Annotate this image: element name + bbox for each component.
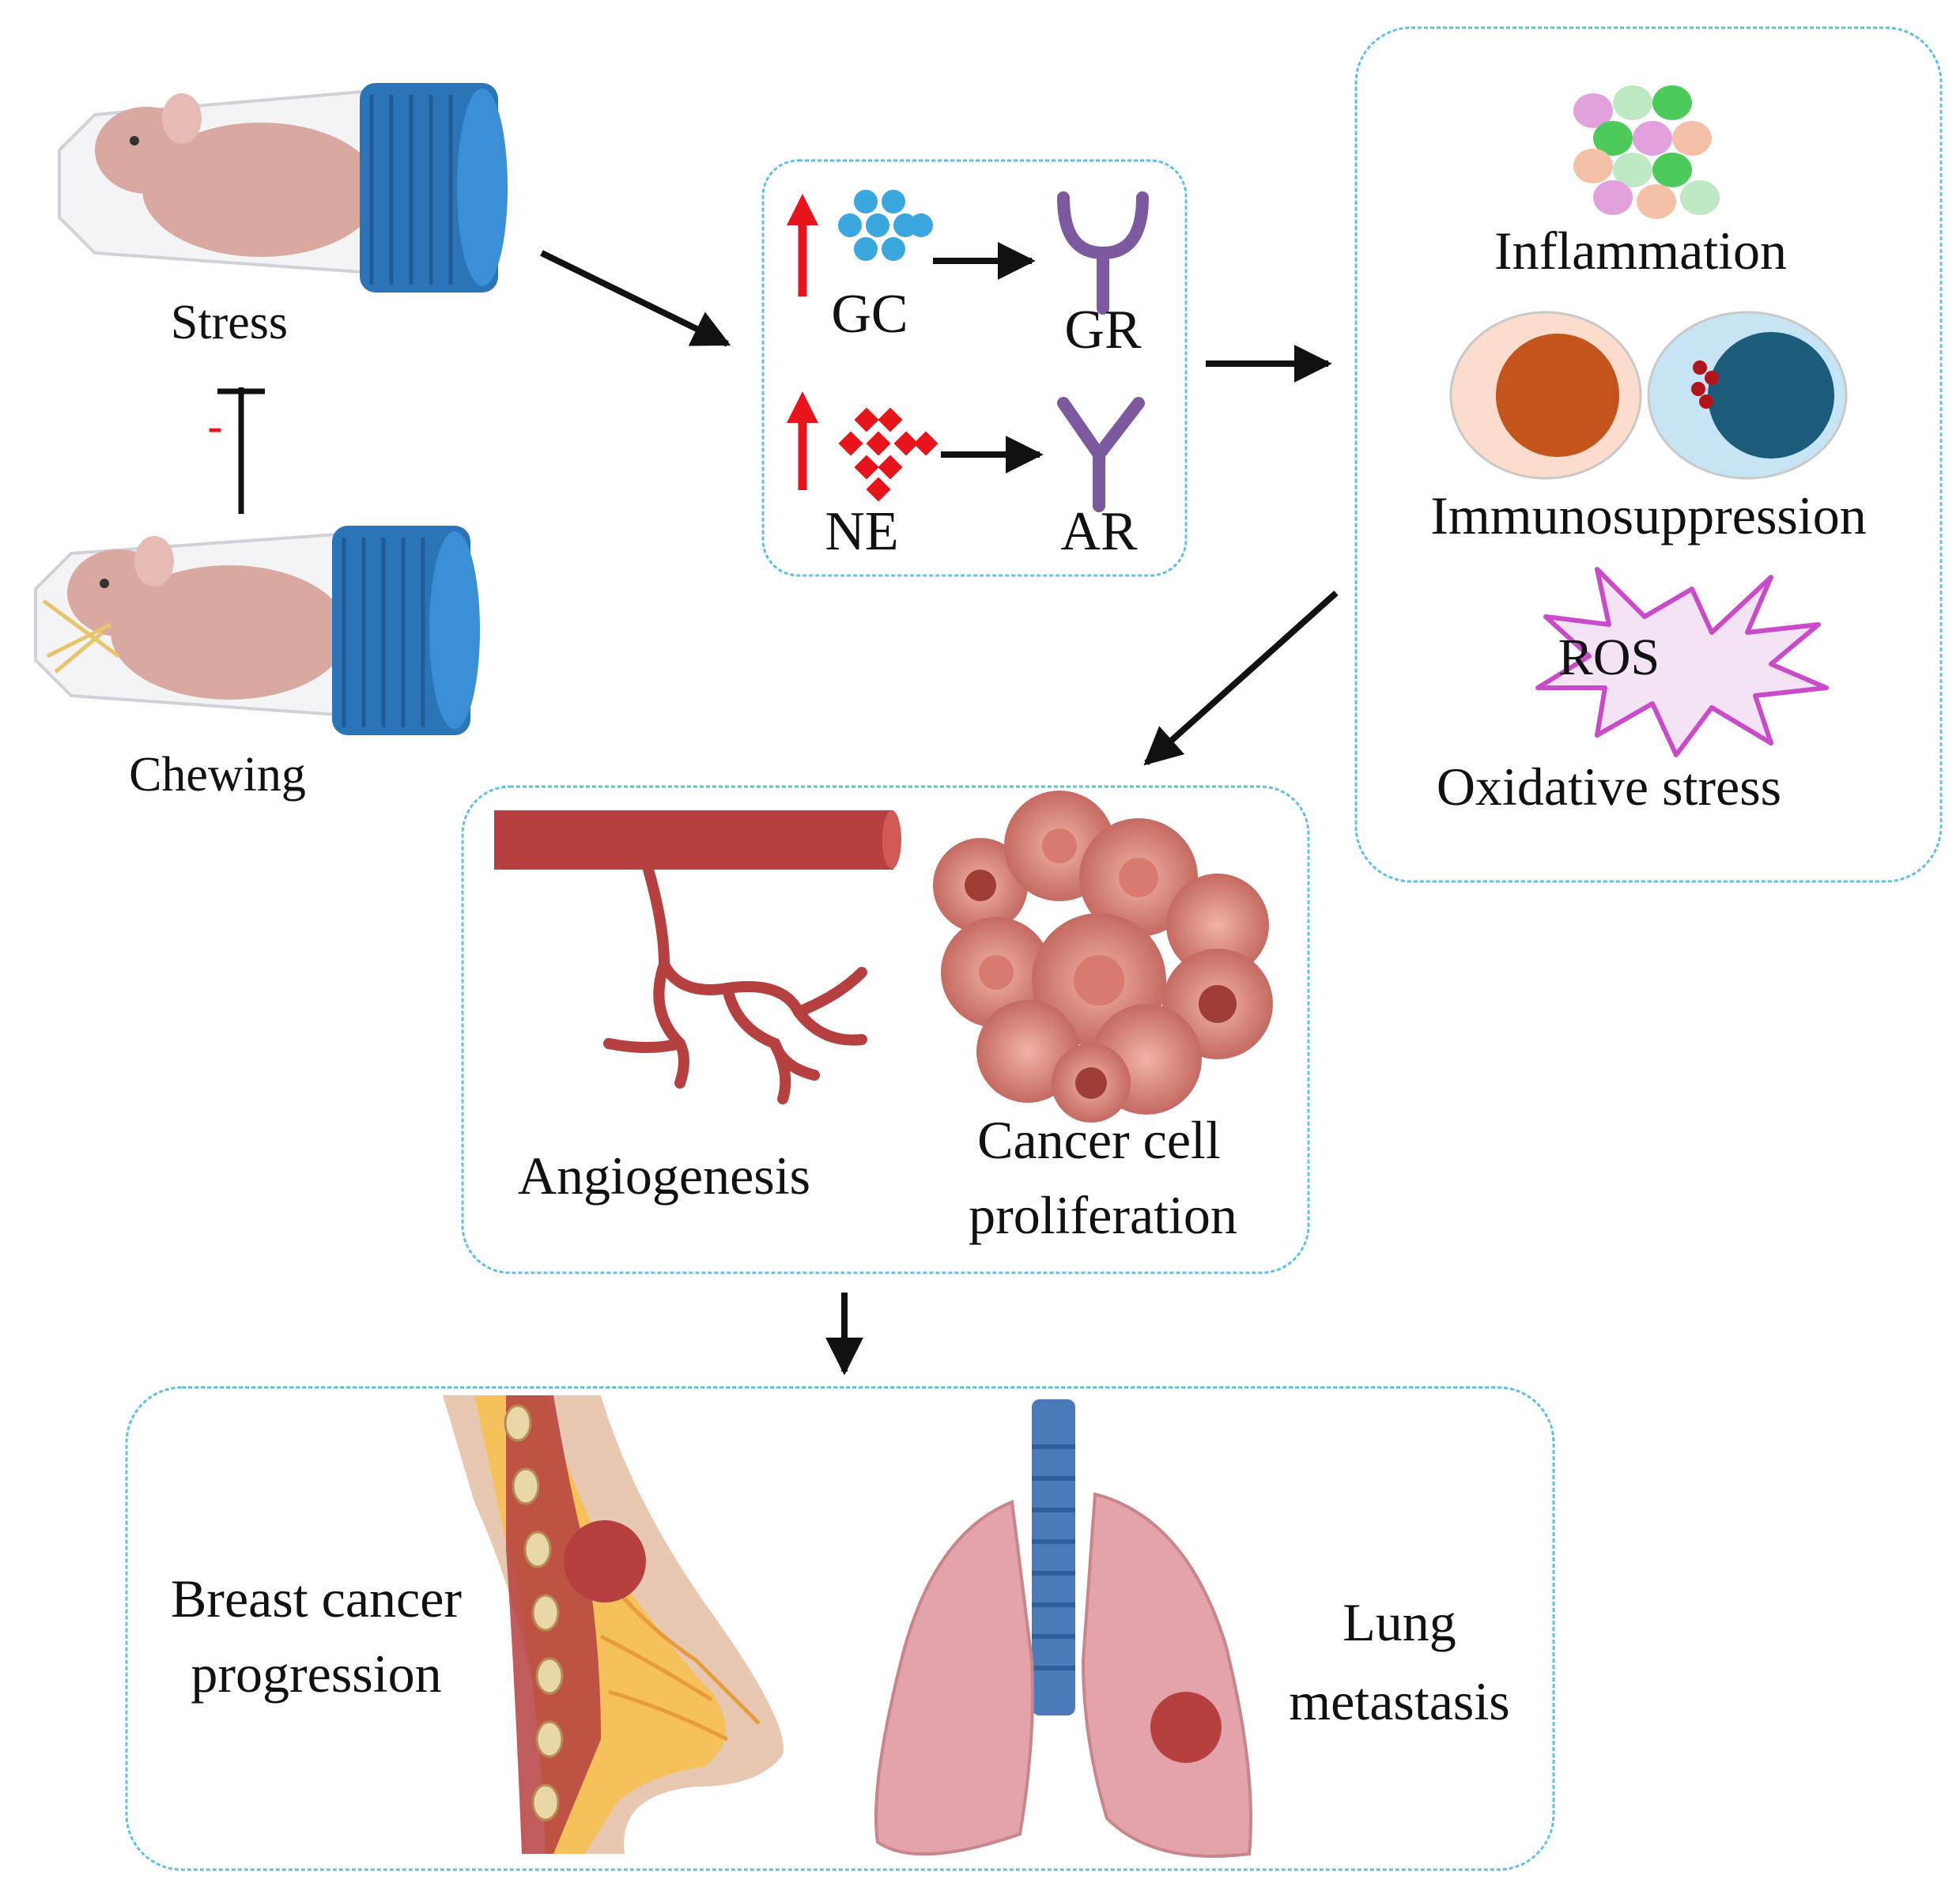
gc-label: GC xyxy=(831,284,908,345)
blood-vessel-icon xyxy=(494,810,901,1104)
ne-label: NE xyxy=(825,501,898,562)
ne-up-arrow-icon xyxy=(787,391,818,490)
lungs-icon xyxy=(874,1399,1252,1858)
disease-box xyxy=(125,1386,1555,1871)
gr-receptor-icon xyxy=(1057,191,1149,315)
breast-tumor-icon xyxy=(564,1520,646,1602)
gc-molecules-icon xyxy=(838,190,933,261)
ros-label: ROS xyxy=(1558,628,1660,686)
outcomes-box xyxy=(461,785,1310,1274)
inhibition-sign: - xyxy=(207,400,223,453)
effects-box xyxy=(1354,26,1943,883)
lung-label-line2: metastasis xyxy=(1289,1671,1510,1731)
lung-label-line1: Lung xyxy=(1343,1592,1456,1652)
hormone-receptor-box xyxy=(761,159,1188,577)
tube-cap-icon xyxy=(332,526,480,735)
stress-tube-illustration xyxy=(58,83,508,293)
immunosuppression-label: Immunosuppression xyxy=(1430,485,1867,545)
mouse-icon xyxy=(95,93,444,257)
breast-tissue-icon xyxy=(443,1395,784,1854)
ar-label: AR xyxy=(1060,501,1138,562)
arrow-stress-to-hormones xyxy=(540,250,731,347)
chewing-tube-illustration xyxy=(34,526,480,735)
ne-molecules-icon xyxy=(838,407,938,502)
breast-cancer-label-line1: Breast cancer xyxy=(171,1568,462,1629)
ros-burst-icon xyxy=(1535,567,1829,757)
inhibition-symbol xyxy=(217,387,265,514)
tumor-cells-icon xyxy=(933,791,1273,1123)
chewing-stick-icon xyxy=(42,598,120,674)
stress-label: Stress xyxy=(171,296,288,349)
angiogenesis-label: Angiogenesis xyxy=(518,1146,810,1206)
gc-up-arrow-icon xyxy=(787,194,818,296)
cancer-cell-label-line1: Cancer cell xyxy=(977,1110,1221,1170)
breast-cancer-label-line2: progression xyxy=(191,1644,441,1704)
inflammation-cells-icon xyxy=(1573,85,1720,219)
mouse-icon xyxy=(67,536,420,700)
lung-tumor-icon xyxy=(1150,1692,1222,1763)
chewing-label: Chewing xyxy=(129,748,306,802)
ar-receptor-icon xyxy=(1057,397,1145,512)
tube-cap-icon xyxy=(360,83,508,293)
cancer-cell-label-line2: proliferation xyxy=(969,1185,1237,1245)
gr-label: GR xyxy=(1064,300,1142,360)
oxidative-stress-label: Oxidative stress xyxy=(1437,757,1781,817)
arrow-effects-to-outcomes xyxy=(1143,591,1339,766)
immune-cell-orange-icon xyxy=(1449,311,1642,480)
inflammation-label: Inflammation xyxy=(1494,221,1787,281)
immune-cell-teal-icon xyxy=(1647,311,1848,480)
